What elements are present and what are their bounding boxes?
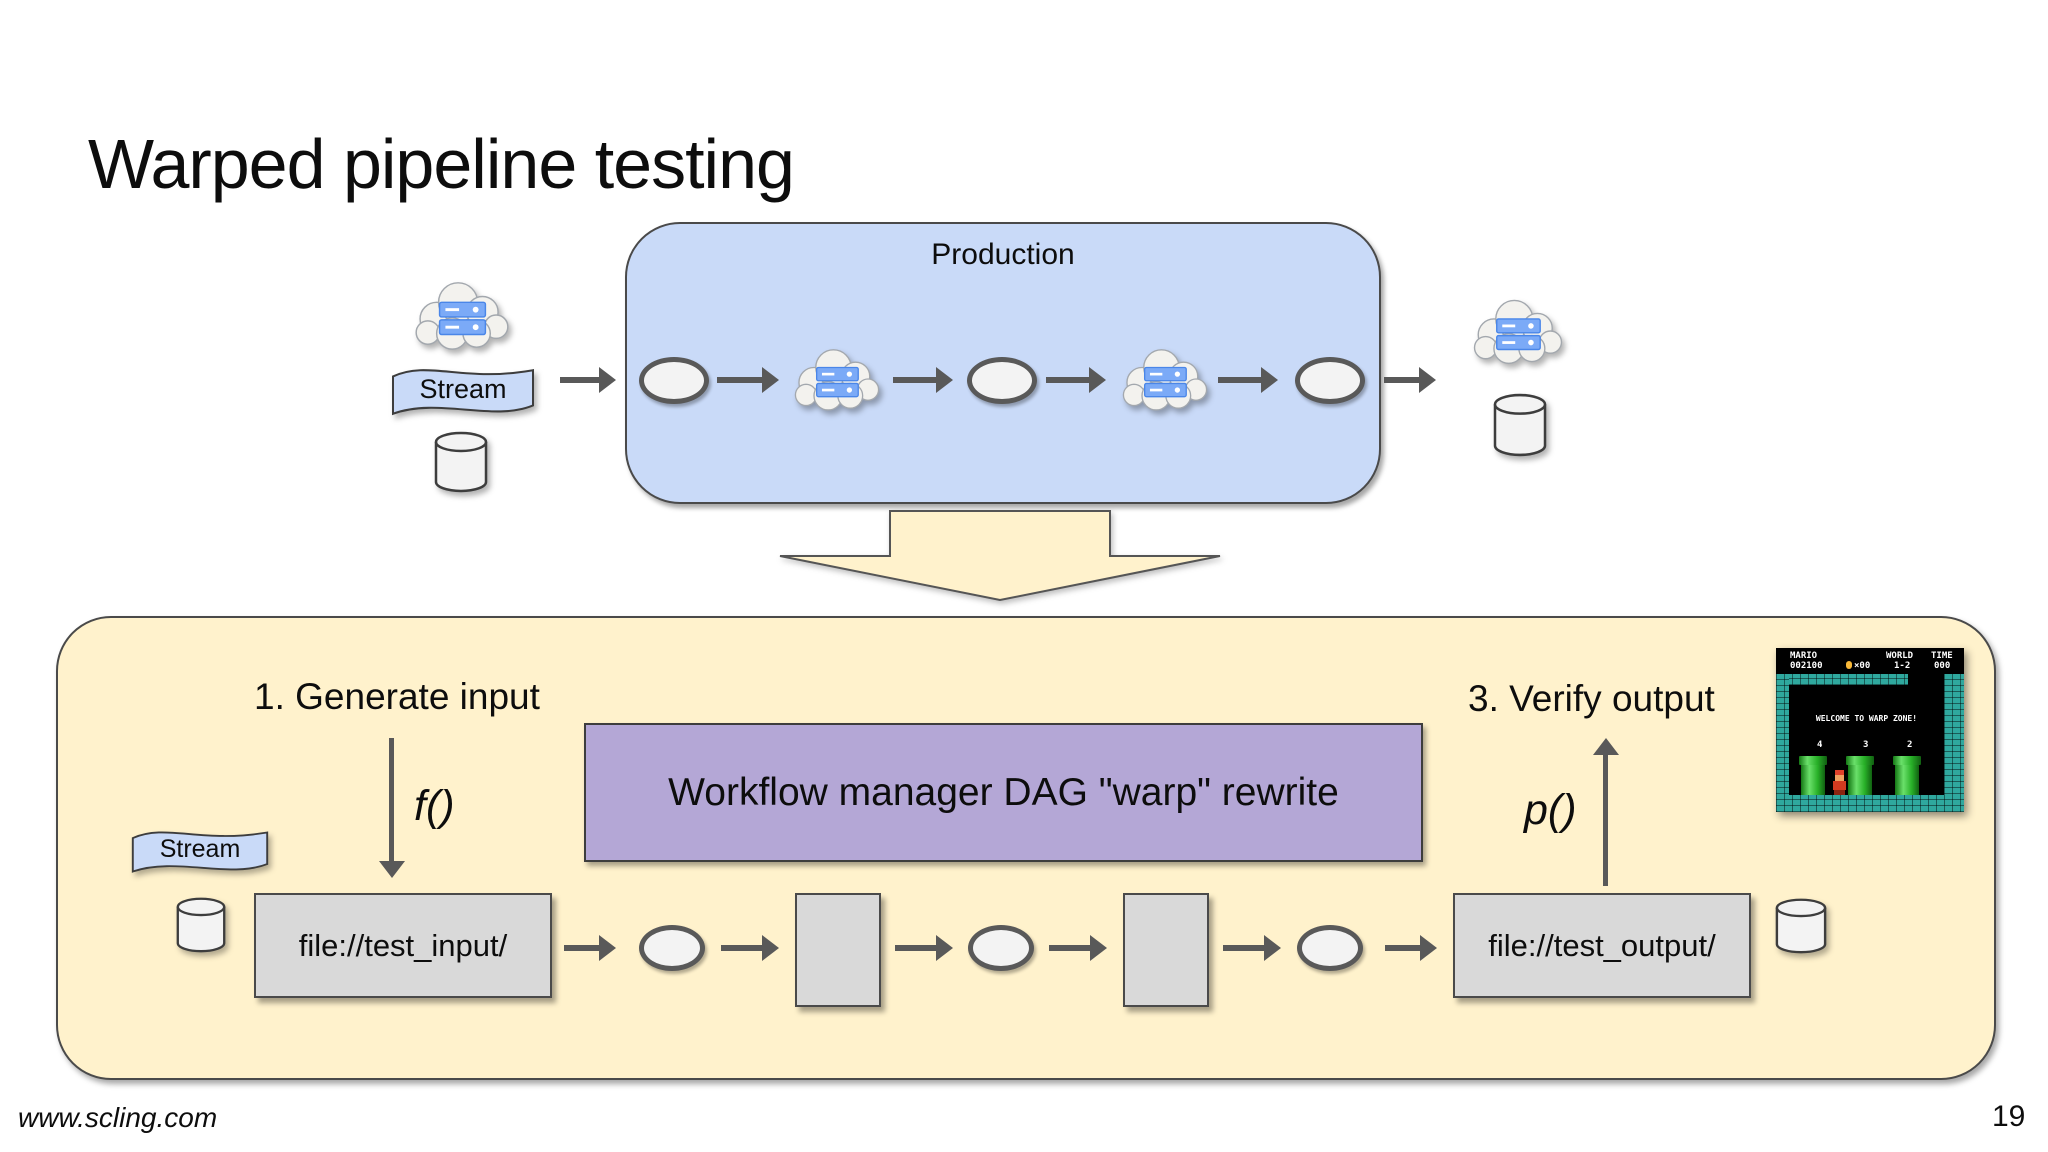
arrow-right-icon	[564, 935, 616, 961]
arrow-right-icon	[1046, 367, 1106, 393]
verify-fn-label: p()	[1524, 786, 1577, 834]
arrow-right-icon	[721, 935, 779, 961]
arrow-right-icon	[717, 367, 779, 393]
arrow-right-icon	[893, 367, 953, 393]
page-number: 19	[1992, 1100, 2026, 1133]
hud-world-label: WORLD	[1886, 651, 1914, 661]
arrow-right-icon	[895, 935, 953, 961]
stream-banner: Stream	[388, 363, 538, 421]
mario-sprite	[1833, 770, 1846, 795]
pipeline-node-ellipse	[968, 925, 1034, 971]
brick-wall	[1944, 674, 1964, 812]
warp-rewrite-box: Workflow manager DAG "warp" rewrite	[584, 723, 1423, 862]
cloud-compute-icon	[1468, 294, 1568, 368]
big-down-arrow-icon	[779, 510, 1221, 602]
database-cylinder-icon	[1492, 393, 1548, 457]
hud-score: 002100	[1790, 661, 1823, 671]
arrow-down-icon	[379, 738, 405, 878]
arrow-right-icon	[1218, 367, 1278, 393]
arrow-right-icon	[560, 367, 616, 393]
arrow-right-icon	[1385, 935, 1437, 961]
pipeline-node-ellipse	[1295, 357, 1365, 404]
database-cylinder-icon	[175, 897, 227, 953]
footer-url: www.scling.com	[18, 1102, 218, 1133]
cloud-compute-icon	[1119, 341, 1211, 417]
pipeline-node-ellipse	[639, 357, 709, 404]
hud-coins: ×00	[1846, 661, 1870, 671]
hud-world-value: 1-2	[1894, 661, 1911, 671]
arrow-right-icon	[1049, 935, 1107, 961]
coin-icon	[1846, 661, 1852, 669]
database-cylinder-icon	[433, 431, 489, 493]
stream-banner-label: Stream	[159, 834, 241, 863]
processor-box	[1123, 893, 1209, 1007]
pipeline-node-ellipse	[639, 925, 705, 971]
pipeline-node-ellipse	[1297, 925, 1363, 971]
generate-fn-label: f()	[414, 782, 455, 830]
production-label: Production	[931, 238, 1075, 271]
pipe-number: 4	[1817, 740, 1823, 750]
warp-pipe	[1799, 756, 1827, 795]
warp-pipe	[1846, 756, 1874, 795]
test-output-box: file://test_output/	[1453, 893, 1751, 998]
hud-time-value: 000	[1934, 661, 1951, 671]
slide-title: Warped pipeline testing	[88, 125, 795, 203]
hud-time-label: TIME	[1931, 651, 1953, 661]
mario-warp-zone-screenshot: MARIO WORLD TIME 002100 ×00 1-2 000 WELC…	[1776, 648, 1964, 812]
stream-banner-label: Stream	[419, 373, 507, 404]
step1-label: 1. Generate input	[254, 676, 540, 717]
test-input-box: file://test_input/	[254, 893, 552, 998]
processor-box	[795, 893, 881, 1007]
pipeline-node-ellipse	[967, 357, 1037, 404]
step3-label: 3. Verify output	[1468, 678, 1715, 719]
arrow-right-icon	[1384, 367, 1436, 393]
arrow-up-icon	[1593, 738, 1619, 886]
cloud-compute-icon	[410, 276, 514, 354]
hud-player-label: MARIO	[1790, 651, 1818, 661]
cloud-compute-icon	[791, 341, 883, 417]
stream-banner: Stream	[128, 826, 272, 878]
pipe-number: 2	[1907, 740, 1913, 750]
brick-wall	[1776, 674, 1908, 685]
warp-zone-message: WELCOME TO WARP ZONE!	[1815, 714, 1918, 723]
brick-floor	[1776, 795, 1964, 812]
pipe-number: 3	[1863, 740, 1869, 750]
brick-wall	[1776, 674, 1789, 812]
arrow-right-icon	[1223, 935, 1281, 961]
warp-pipe	[1893, 756, 1921, 795]
database-cylinder-icon	[1774, 898, 1828, 954]
